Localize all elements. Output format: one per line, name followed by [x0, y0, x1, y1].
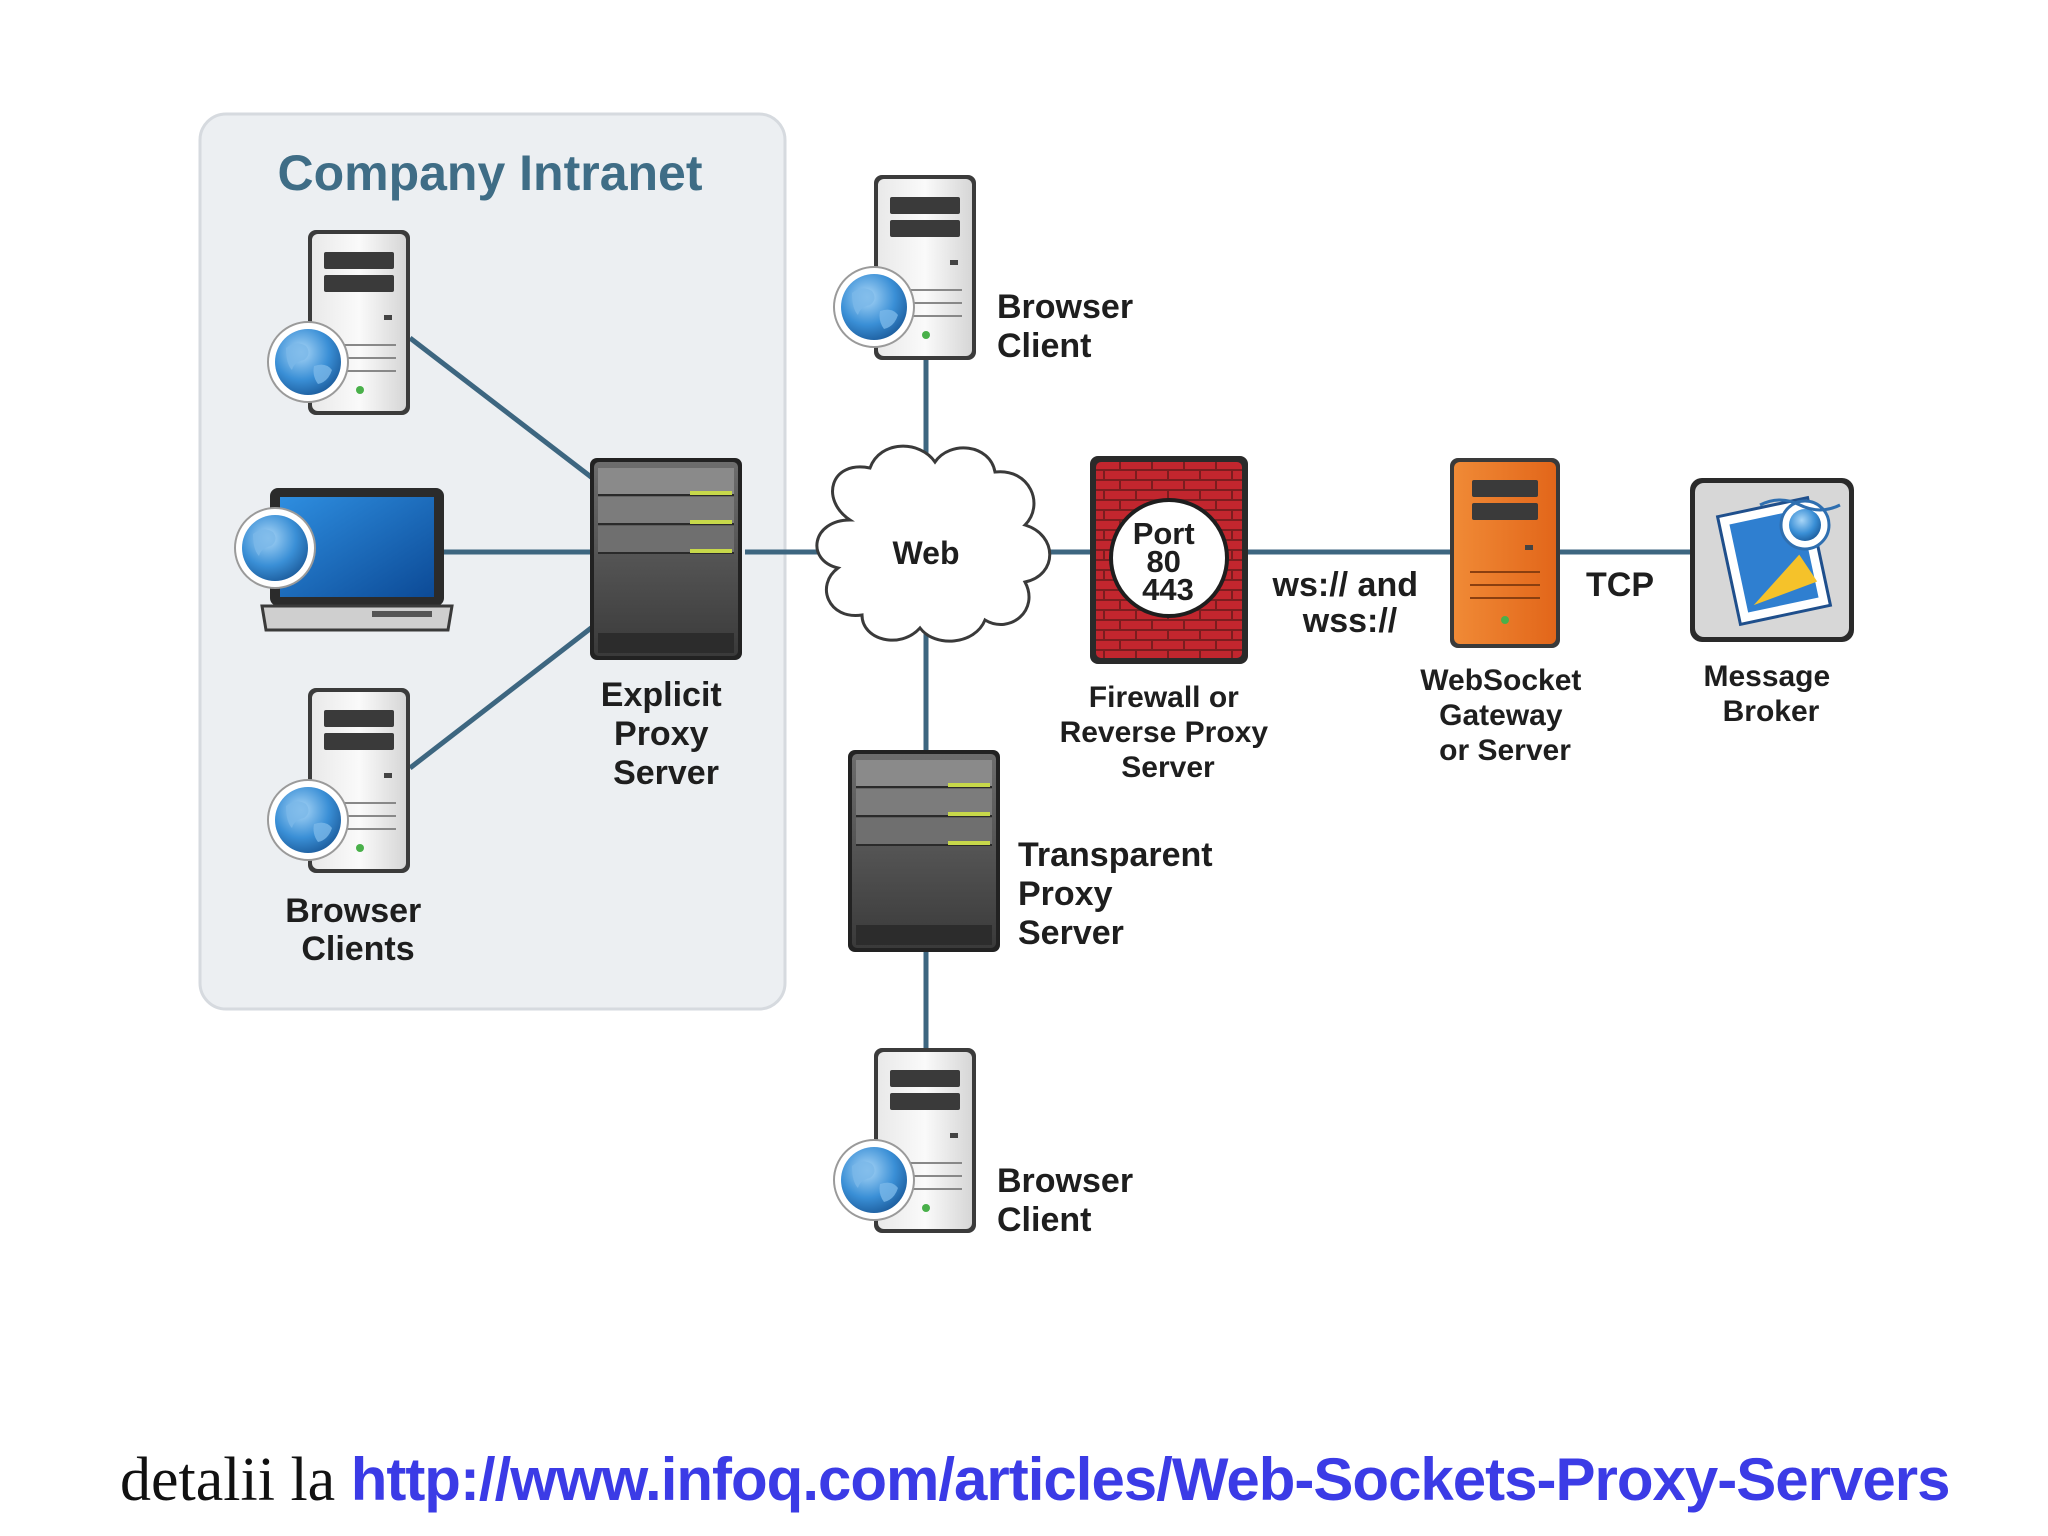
web-cloud-icon	[815, 444, 1052, 643]
message-broker-icon	[1690, 478, 1854, 642]
firewall-icon	[1090, 456, 1248, 664]
browser-client-top-tower	[833, 174, 977, 361]
firewall-port-badge: Port 80 443	[1133, 516, 1204, 607]
laptop-icon	[234, 488, 454, 632]
browser-client-top-label: Browser Client	[997, 288, 1143, 365]
footer-caption: detalii la http://www.infoq.com/articles…	[120, 1445, 2020, 1525]
browser-client-bottom-label: Browser Client	[997, 1162, 1143, 1239]
explicit-proxy-label: Explicit Proxy Server	[601, 676, 731, 792]
tcp-label: TCP	[1586, 566, 1654, 604]
intranet-title: Company Intranet	[277, 145, 702, 201]
browser-client-bottom-tower	[833, 1047, 977, 1234]
websocket-gateway-icon	[1450, 458, 1560, 648]
link-client3-proxy	[408, 623, 597, 770]
protocol-label: ws:// and wss://	[1272, 566, 1428, 640]
transparent-proxy-server-icon	[847, 749, 1001, 953]
transparent-proxy-label: Transparent Proxy Server	[1018, 836, 1222, 952]
web-label: Web	[893, 535, 960, 571]
broker-label: Message Broker	[1703, 660, 1838, 728]
explicit-proxy-server-icon	[589, 457, 743, 661]
browser-clients-label: Browser Clients	[285, 892, 431, 968]
footer-prefix: detalii la	[120, 1446, 351, 1514]
firewall-label: Firewall or Reverse Proxy Server	[1060, 681, 1277, 784]
gateway-label: WebSocket Gateway or Server	[1420, 664, 1590, 767]
link-client1-proxy	[408, 336, 597, 482]
footer-link[interactable]: http://www.infoq.com/articles/Web-Socket…	[350, 1446, 1951, 1513]
